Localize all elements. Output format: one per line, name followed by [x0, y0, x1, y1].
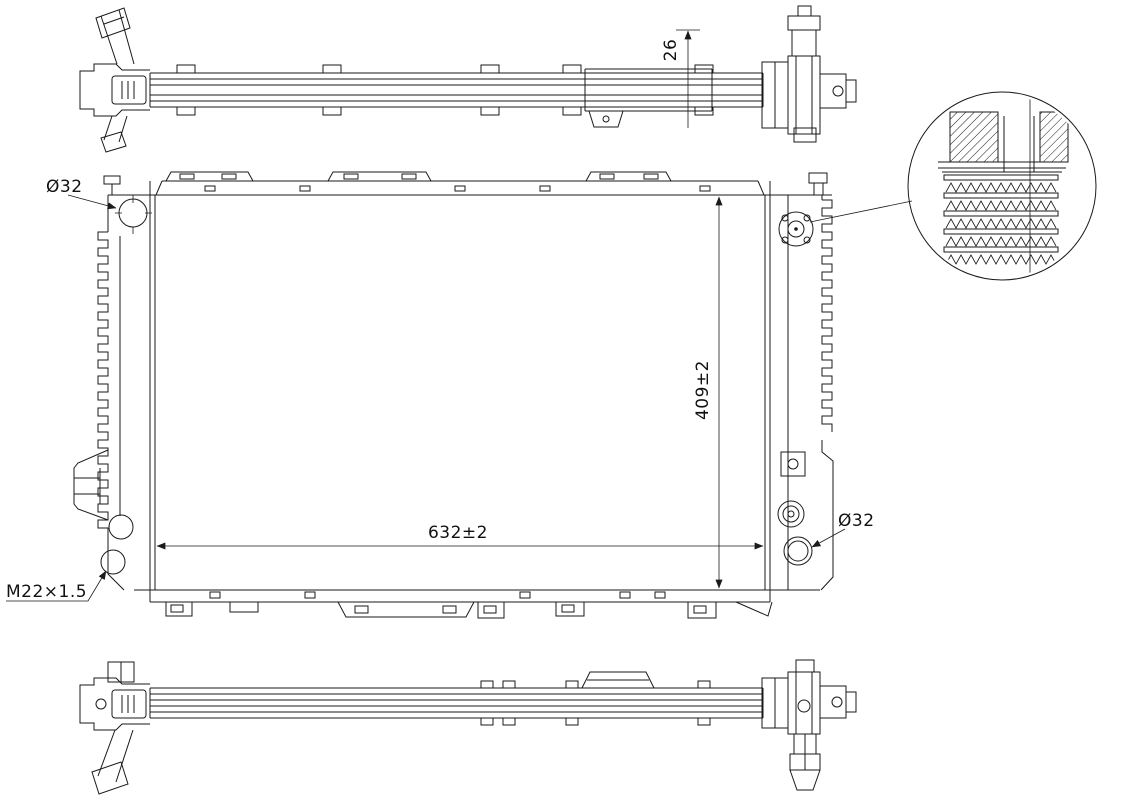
tank-wall-section-right: [1039, 111, 1069, 163]
outlet-leader-line: [811, 528, 846, 548]
header-tank-top: [155, 171, 765, 196]
bottom-left-mount-bracket: [79, 661, 150, 795]
bottom-right-mount-bracket: [761, 659, 857, 791]
inlet-leader-line: [67, 194, 117, 210]
left-side-bracket: [73, 449, 109, 521]
core-height-label: 409±2: [693, 360, 713, 420]
drain-plug-circle: [100, 549, 126, 575]
drain-leader-line: [6, 570, 107, 602]
top-right-mount-bracket: [761, 5, 857, 143]
left-tank: [73, 175, 152, 591]
footer-tank-bottom: [165, 591, 773, 619]
outlet-port-circle: [783, 536, 813, 566]
bottom-view: [79, 659, 857, 795]
dim-26-lines: [676, 29, 700, 128]
inlet-port-circle: [118, 198, 148, 228]
drain-thread-label: M22×1.5: [6, 582, 87, 602]
right-tank: [777, 172, 834, 591]
outlet-diameter-label: Ø32: [838, 511, 875, 531]
tank-wall-section-left: [949, 111, 999, 163]
filler-flange: [778, 211, 814, 247]
top-view: [79, 5, 857, 153]
dimension-labels: 26 Ø32 409±2 632±2 Ø32 M22×1.5: [6, 39, 875, 602]
detail-leader-line: [809, 200, 913, 223]
top-left-mount-bracket: [79, 7, 150, 153]
detail-circle-border: [907, 91, 1097, 281]
core-width-label: 632±2: [428, 523, 488, 543]
inlet-diameter-label: Ø32: [46, 177, 83, 197]
top-pin: [808, 172, 828, 184]
detail-section-content: [938, 98, 1069, 274]
dim-26-label: 26: [661, 39, 681, 62]
detail-view: [907, 91, 1097, 281]
front-view: [6, 171, 913, 619]
